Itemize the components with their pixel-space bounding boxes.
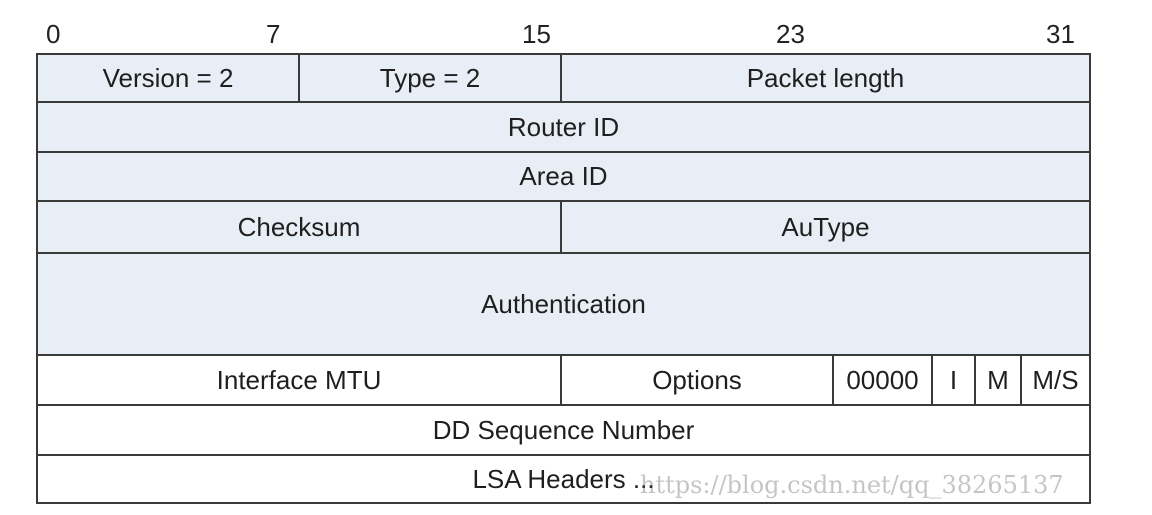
i-bit-field: I [931, 354, 976, 406]
m-bit-field: M [974, 354, 1022, 406]
interface-mtu-field: Interface MTU [36, 354, 562, 406]
reserved-bits-field: 00000 [832, 354, 933, 406]
router-id-field: Router ID [36, 101, 1091, 153]
dd-sequence-number-field: DD Sequence Number [36, 404, 1091, 456]
bit-label-0: 0 [46, 19, 61, 49]
options-field: Options [560, 354, 834, 406]
autype-field: AuType [560, 200, 1091, 254]
packet-length-field: Packet length [560, 53, 1091, 103]
lsa-headers-field: LSA Headers ... [36, 454, 1091, 504]
area-id-field: Area ID [36, 151, 1091, 202]
bit-label-15: 15 [522, 19, 551, 49]
bit-label-23: 23 [776, 19, 805, 49]
ms-bit-field: M/S [1020, 354, 1091, 406]
type-field: Type = 2 [298, 53, 562, 103]
authentication-field: Authentication [36, 252, 1091, 356]
bit-label-31: 31 [1046, 19, 1075, 49]
bit-label-7: 7 [266, 19, 281, 49]
checksum-field: Checksum [36, 200, 562, 254]
version-field: Version = 2 [36, 53, 300, 103]
